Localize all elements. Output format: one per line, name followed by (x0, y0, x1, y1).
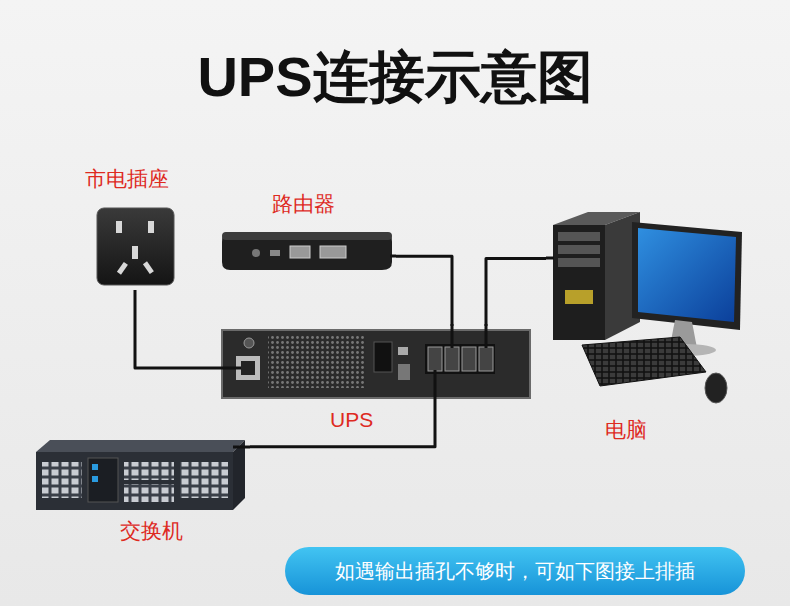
ups-device (222, 330, 530, 398)
switch-ports (42, 462, 82, 498)
cable-stub (390, 255, 396, 258)
cable-stub (220, 256, 554, 447)
router: 路由器 (218, 190, 396, 275)
router-body (222, 232, 392, 270)
cable-stub (485, 324, 488, 348)
cable-stub (233, 446, 250, 449)
keyboard (582, 337, 706, 386)
note-banner: 如遇输出插孔不够时，可如下图接上排插 (285, 547, 745, 595)
switch-led (92, 464, 98, 470)
monitor-screen (638, 228, 736, 322)
device-label: 路由器 (272, 190, 335, 218)
switch-front (36, 452, 233, 510)
outlet-slot (117, 262, 128, 275)
switch-side (233, 440, 245, 510)
power-cable (135, 290, 220, 368)
router-device (222, 232, 392, 270)
device-label: 市电插座 (85, 165, 169, 193)
usb-port (290, 246, 310, 258)
switch-ports (124, 462, 174, 480)
banner-text: 如遇输出插孔不够时，可如下图接上排插 (321, 557, 709, 585)
ups-port (398, 347, 408, 355)
switch-ports (124, 484, 174, 502)
title: UPS连接示意图 (0, 42, 790, 112)
drive-bay (558, 258, 600, 267)
usb-port (270, 250, 280, 256)
computer: 电脑 (546, 212, 748, 444)
cable-stub (434, 370, 437, 434)
outlet-slot (116, 221, 122, 233)
outlet-slot (143, 261, 154, 274)
outlet-plate (97, 208, 174, 285)
wall-outlet (97, 208, 174, 285)
ups: UPS (220, 326, 532, 434)
switch: 交换机 (32, 437, 250, 545)
ups-vent (268, 336, 366, 388)
cable-stub (451, 324, 454, 348)
hdmi-port (320, 246, 346, 258)
drive-bay (558, 245, 600, 254)
ups-socket (462, 347, 476, 371)
power-cable (486, 258, 546, 326)
power-cable (250, 434, 435, 447)
ups-socket (479, 347, 493, 371)
ups-port (398, 364, 410, 380)
power-cable (396, 256, 452, 326)
ups-slot (374, 342, 392, 372)
switch-top (36, 440, 245, 452)
power-port (252, 249, 260, 257)
ups-socket (428, 347, 442, 371)
cable-stub (546, 257, 554, 260)
mouse (705, 373, 727, 403)
device-label: 交换机 (120, 517, 183, 545)
device-label: 电脑 (605, 416, 647, 444)
power-outlet: 市电插座 (80, 165, 190, 290)
outlet-slot (132, 246, 138, 259)
outlet-slot (148, 221, 154, 233)
tower-front (553, 225, 605, 340)
switch-ports (180, 462, 228, 498)
monitor-frame (632, 222, 742, 330)
cable-stub (220, 367, 241, 370)
ups-inlet (241, 361, 255, 375)
ups-body (222, 330, 530, 398)
switch-led (92, 476, 98, 482)
ups-socket (445, 347, 459, 371)
network-switch (36, 440, 245, 510)
ups-outlets (425, 344, 495, 374)
ups-switch (244, 338, 254, 348)
router-top (222, 232, 392, 240)
tower-badge (565, 290, 593, 304)
device-label: UPS (330, 406, 373, 434)
drive-bay (558, 232, 600, 241)
switch-module (88, 458, 118, 502)
computer-set (553, 212, 742, 403)
